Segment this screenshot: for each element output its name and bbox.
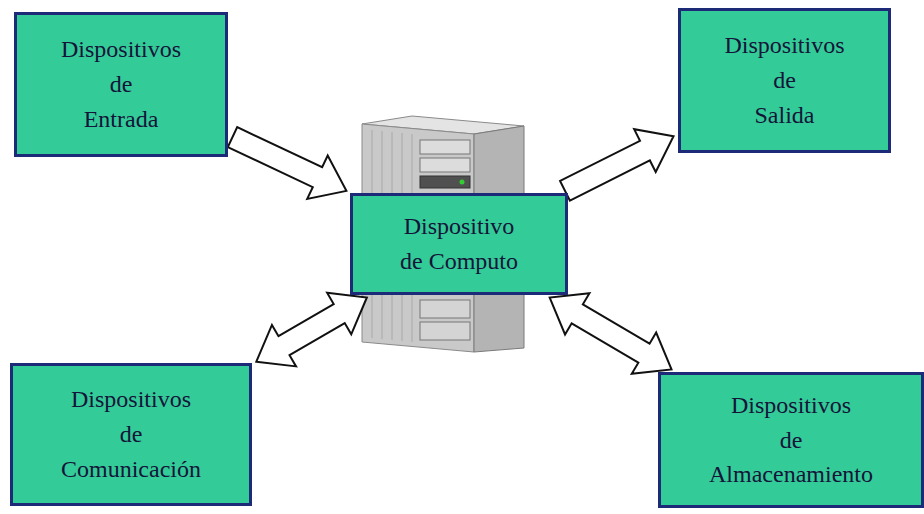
device-label: Dispositivos de Comunicación [21,382,241,486]
device-box: Dispositivos de Entrada [14,12,228,157]
block-arrow [550,293,672,374]
device-box: Dispositivos de Almacenamiento [658,372,924,508]
block-arrow [228,127,347,199]
device-box: Dispositivos de Comunicación [10,363,252,506]
block-arrow [256,293,367,367]
device-box: Dispositivo de Computo [350,193,568,295]
device-label: Dispositivos de Salida [689,28,880,132]
block-arrow [560,129,673,200]
device-box: Dispositivos de Salida [678,8,891,153]
device-label: Dispositivos de Almacenamiento [669,388,913,492]
device-label: Dispositivo de Computo [394,209,524,279]
device-label: Dispositivos de Entrada [25,32,217,136]
